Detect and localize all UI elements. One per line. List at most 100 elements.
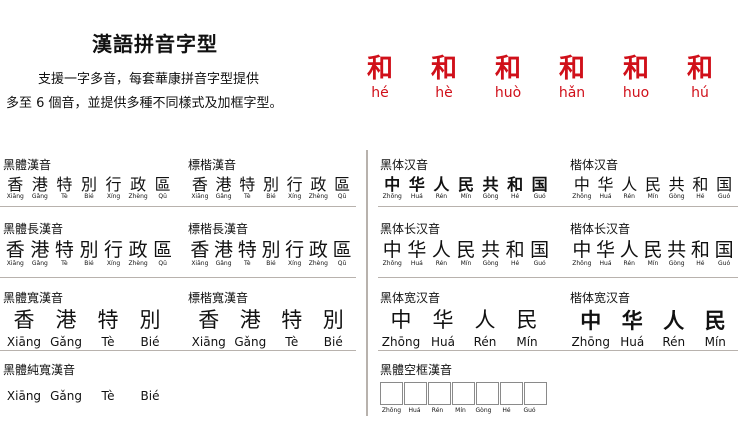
hanzi-glyph: 特 — [54, 239, 74, 261]
pinyin-label: Rén — [435, 259, 448, 267]
pinyin-label: Guó — [533, 192, 546, 200]
pinyin-label: Bié — [323, 335, 343, 350]
pinyin-label: Xíng — [106, 259, 121, 267]
hanzi-glyph: 中 — [384, 175, 401, 194]
hanzi-glyph: 香 — [7, 175, 24, 194]
pinyin-label: Tè — [285, 335, 299, 350]
hanzi-glyph: 特 — [237, 239, 257, 261]
hanzi-glyph: 政 — [310, 175, 327, 194]
sample-label: 楷体汉音 — [570, 158, 619, 172]
pinyin-label: Gòng — [482, 259, 499, 267]
pinyin-label: Huá — [408, 407, 421, 414]
pinyin-label: Xiāng — [6, 389, 42, 403]
pinyin-label: Zhōng — [382, 259, 402, 267]
hanzi-glyph: 人 — [619, 239, 639, 261]
hanzi-glyph: 港 — [239, 308, 261, 332]
hanzi-glyph: 国 — [714, 239, 734, 261]
pinyin-label: Gòng — [668, 259, 685, 267]
hanzi-glyph: 和 — [505, 239, 525, 261]
pinyin-label: Bié — [140, 335, 160, 350]
pinyin-label: Rén — [431, 407, 444, 414]
hanzi-glyph: 和 — [690, 239, 710, 261]
pinyin-label: Gǎng — [31, 259, 48, 267]
pinyin-label: Mín — [460, 259, 472, 267]
hanzi-glyph: 中 — [382, 239, 402, 261]
sample-label: 黑體空框漢音 — [380, 363, 453, 377]
pinyin-label: Gòng — [668, 192, 685, 200]
hanzi-glyph: 行 — [104, 239, 124, 261]
pinyin-label: Hé — [696, 192, 705, 200]
pinyin-label: Xiāng — [6, 259, 24, 267]
pinyin-label: Gòng — [475, 407, 492, 414]
hanzi-glyph: 人 — [621, 175, 638, 194]
pinyin-label: Mín — [647, 259, 659, 267]
hanzi-glyph: 中 — [390, 308, 412, 332]
hanzi-glyph: 區 — [153, 239, 173, 261]
pinyin-label: Rén — [662, 335, 686, 350]
hanzi-glyph: 人 — [431, 239, 451, 261]
pinyin-label: Guó — [718, 259, 731, 267]
pinyin-label: Xiāng — [191, 192, 209, 200]
sample-label: 黑体长汉音 — [380, 222, 441, 236]
empty-frames — [380, 382, 548, 405]
divider — [378, 206, 738, 207]
pinyin-label: Huá — [599, 259, 612, 267]
pinyin-label: Hé — [696, 259, 705, 267]
hanzi-glyph: 共 — [668, 175, 685, 194]
pinyin-label: Xíng — [287, 259, 302, 267]
pinyin-label: Xiāng — [6, 335, 42, 350]
pinyin-label: Zhōng — [382, 192, 402, 200]
empty-frame-box — [404, 382, 427, 405]
hanzi-glyph: 特 — [97, 308, 119, 332]
hanzi-glyph: 港 — [215, 175, 232, 194]
empty-frame-box — [452, 382, 475, 405]
sample-label: 標楷長漢音 — [188, 222, 249, 236]
hanzi-glyph: 港 — [31, 175, 48, 194]
pinyin-label: Zhōng — [572, 192, 592, 200]
glyph-cell: Bié — [129, 386, 171, 402]
hanzi-glyph: 国 — [530, 239, 550, 261]
empty-frame-box — [428, 382, 451, 405]
pinyin-label: Gǎng — [234, 335, 267, 350]
description-line-2: 多至 6 個音，並提供多種不同樣式及加框字型。 — [6, 96, 283, 111]
pinyin-label: Gǎng — [31, 192, 48, 200]
pinyin-label: Qū — [337, 259, 347, 267]
pinyin-label: Xiāng — [191, 335, 226, 350]
hanzi-glyph: 华 — [408, 175, 425, 194]
hanzi-glyph: 區 — [154, 175, 171, 194]
pinyin-label: Bié — [140, 389, 160, 403]
